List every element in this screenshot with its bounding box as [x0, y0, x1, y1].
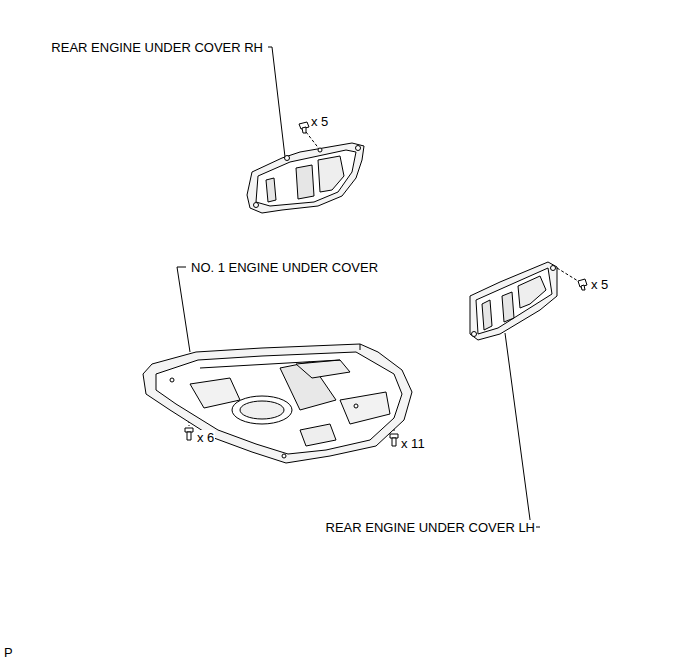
leader-line: [268, 47, 285, 157]
leader-line: [177, 267, 190, 352]
quantity: x 5: [310, 114, 329, 129]
quantity: x 6: [196, 430, 215, 445]
bolt-symbol: [185, 122, 587, 446]
part-name: NO. 1 ENGINE UNDER COVER: [190, 260, 379, 275]
rear-engine-under-cover-rh: [247, 143, 364, 213]
part-name: REAR ENGINE UNDER COVER RH: [50, 40, 264, 55]
part-name: REAR ENGINE UNDER COVER LH: [325, 520, 536, 535]
rear-engine-under-cover-lh: [470, 262, 557, 340]
no-1-engine-under-cover: [143, 344, 412, 463]
figure-code: P: [3, 645, 14, 660]
leader-line: [505, 333, 540, 527]
quantity: x 11: [400, 436, 426, 451]
quantity: x 5: [590, 277, 609, 292]
